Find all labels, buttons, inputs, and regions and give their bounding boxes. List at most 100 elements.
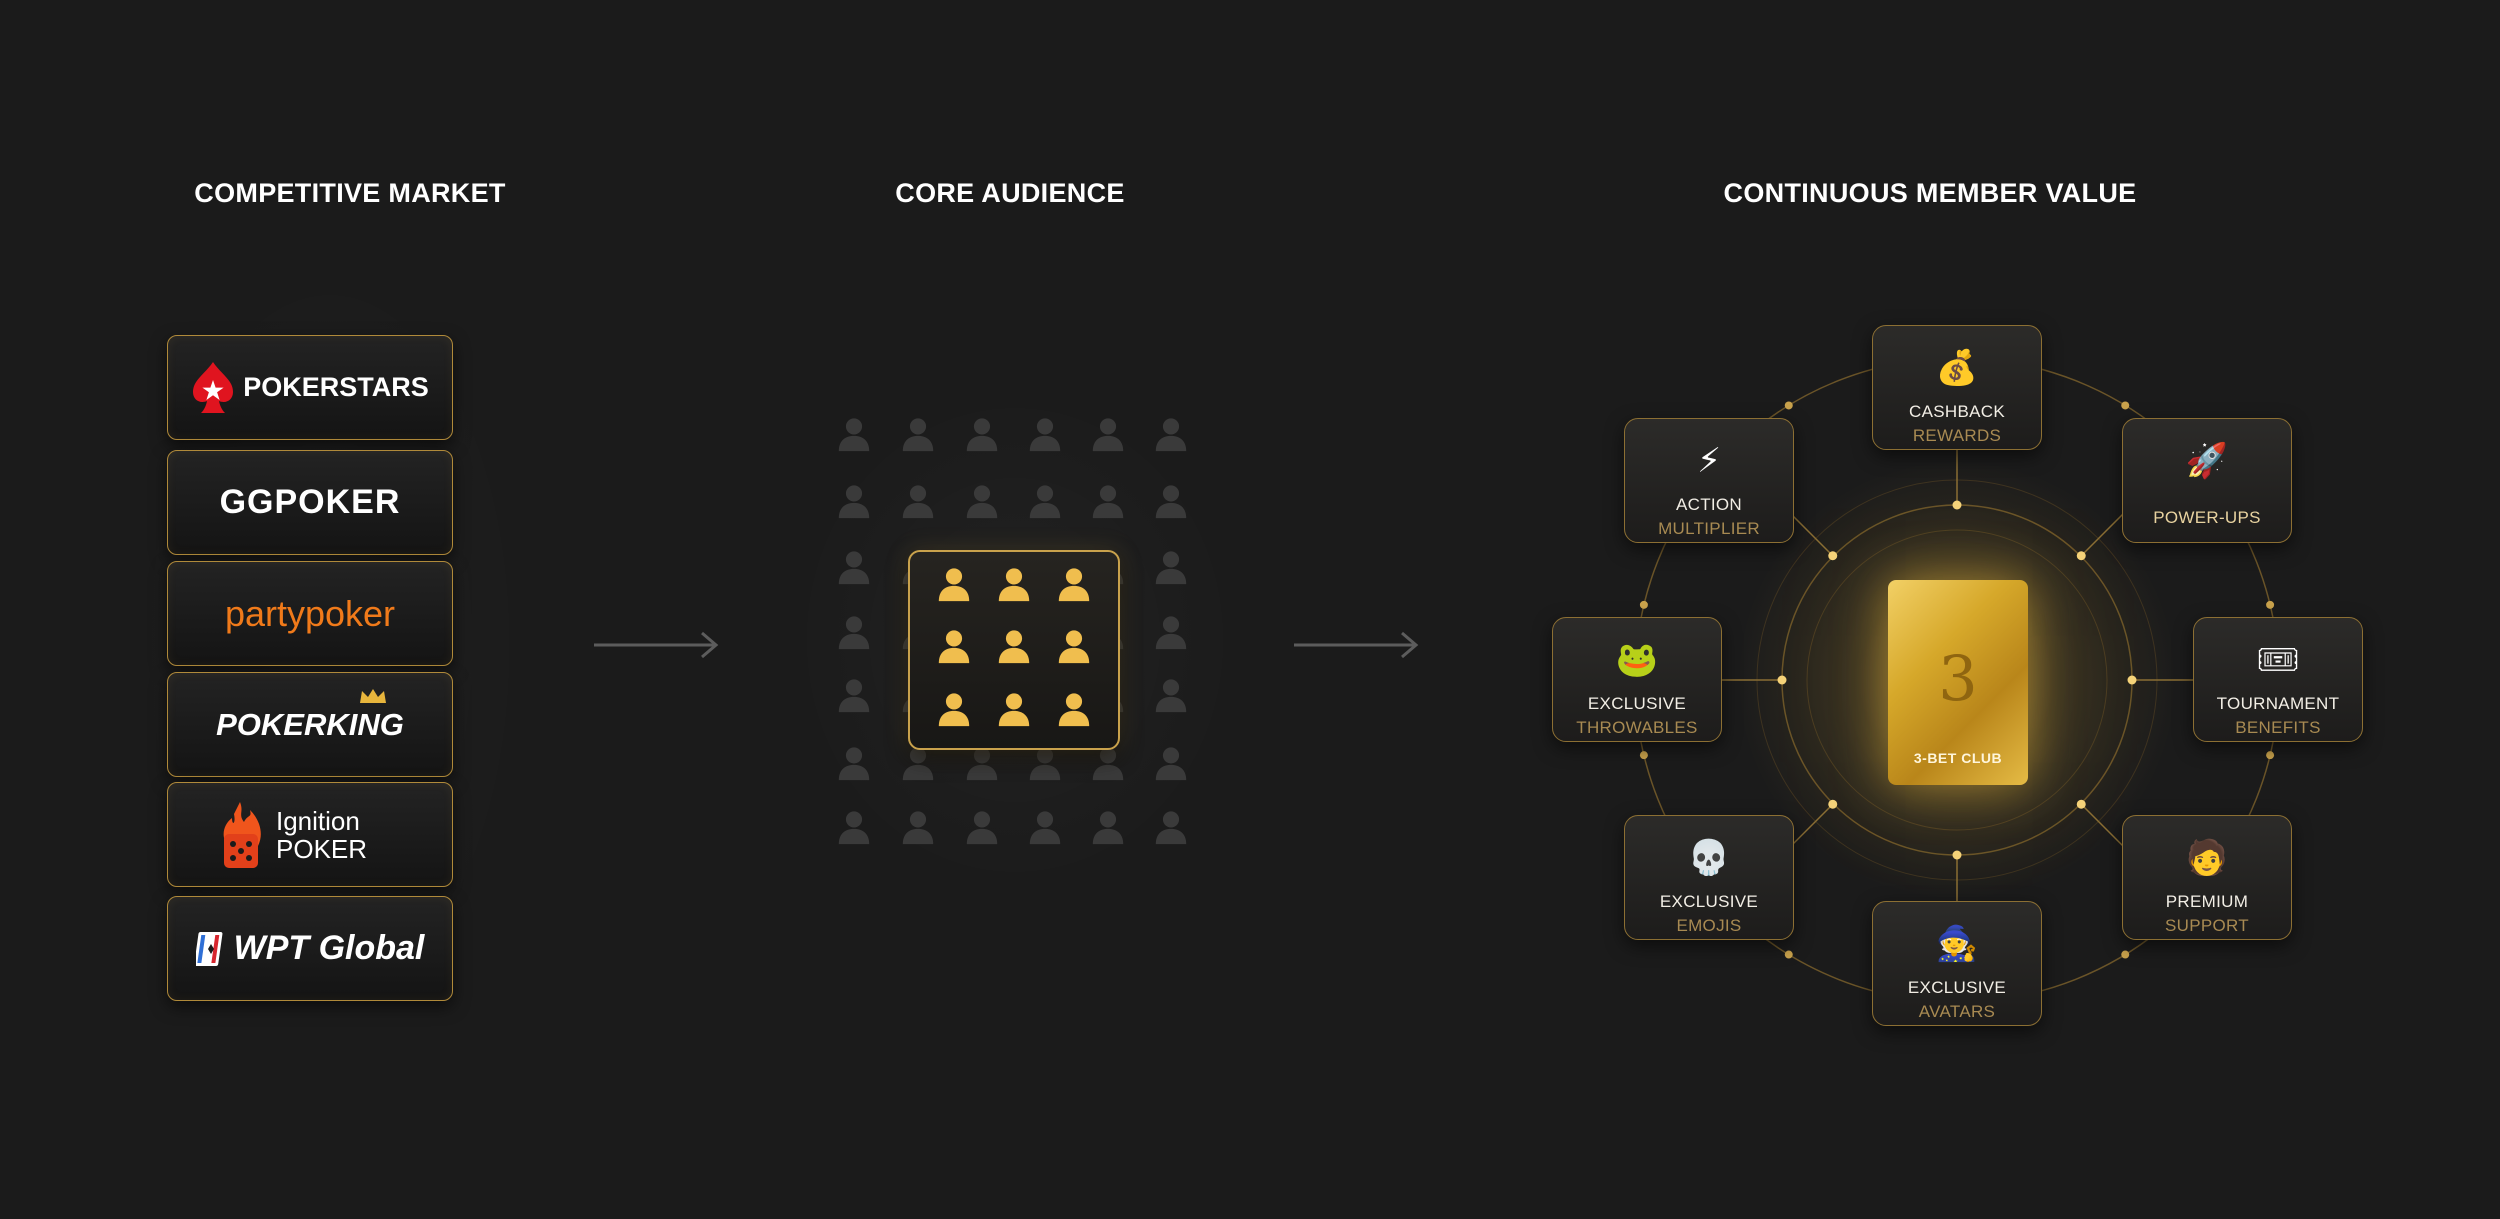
benefit-line2: MULTIPLIER	[1658, 519, 1760, 538]
ring-orbit-dot	[1639, 600, 1648, 609]
ring-node-dot	[2076, 551, 2086, 561]
person-icon	[835, 613, 873, 651]
ring-node-dot	[2127, 675, 2137, 685]
person-icon	[1152, 482, 1190, 520]
benefit-exclusive-avatars: 🧙 EXCLUSIVE AVATARS	[1872, 901, 2042, 1026]
benefit-line1: EXCLUSIVE	[1587, 694, 1687, 713]
avatar-icon: 🧙	[1935, 925, 1979, 963]
person-icon	[1152, 548, 1190, 586]
benefit-line1: EXCLUSIVE	[1907, 978, 2007, 997]
person-icon	[1152, 415, 1190, 453]
core-person-icon	[1055, 565, 1093, 603]
brand-wpt-global: WPT Global	[167, 896, 453, 1001]
person-icon	[1152, 613, 1190, 651]
card-glyph: 3	[1938, 642, 1978, 715]
ring-orbit-dot	[1784, 401, 1793, 410]
ring-node-dot	[1952, 850, 1962, 860]
person-icon	[835, 548, 873, 586]
ring-node-dot	[1952, 500, 1962, 510]
benefit-line2: REWARDS	[1912, 426, 2002, 445]
brand-pokerstars: POKERSTARS	[167, 335, 453, 440]
person-icon	[835, 676, 873, 714]
ring-orbit-dot	[2266, 600, 2275, 609]
benefit-line1: ACTION	[1675, 495, 1743, 514]
benefit-line1: TOURNAMENT	[2216, 694, 2340, 713]
benefit-line2: AVATARS	[1918, 1002, 1996, 1021]
benefit-exclusive-emojis: 💀 EXCLUSIVE EMOJIS	[1624, 815, 1794, 940]
brand-partypoker: partypoker	[167, 561, 453, 666]
frog-icon: 🐸	[1615, 641, 1659, 679]
benefit-line2: THROWABLES	[1576, 718, 1698, 737]
ring-orbit-dot	[2266, 751, 2275, 760]
person-icon	[1026, 415, 1064, 453]
core-person-icon	[935, 690, 973, 728]
ring-orbit-dot	[2121, 401, 2130, 410]
emoji-icon: 💀	[1687, 839, 1731, 877]
wpt-card-icon	[195, 931, 223, 966]
person-icon	[1089, 415, 1127, 453]
benefit-action-multiplier: ⚡ ACTION MULTIPLIER	[1624, 418, 1794, 543]
brand-name: POKERSTARS	[243, 372, 429, 402]
benefit-line1: EXCLUSIVE	[1659, 892, 1759, 911]
lightning-icon: ⚡	[1697, 442, 1721, 480]
person-icon	[899, 482, 937, 520]
card-label: 3-BET CLUB	[1913, 750, 2003, 766]
brand-name: partypoker	[224, 592, 396, 634]
arrow-right-icon	[1294, 631, 1419, 659]
person-icon	[963, 482, 1001, 520]
money-bag-icon: 💰	[1935, 349, 1979, 387]
benefit-line2: BENEFITS	[2235, 718, 2321, 737]
person-icon	[963, 744, 1001, 782]
benefit-line1: POWER-UPS	[2153, 508, 2261, 527]
brand-pokerking: POKERKING	[167, 672, 453, 777]
benefit-line2: EMOJIS	[1676, 916, 1742, 935]
benefit-tournament-benefits: 🎟 TOURNAMENT BENEFITS	[2193, 617, 2363, 742]
person-icon	[1152, 808, 1190, 846]
benefit-exclusive-throwables: 🐸 EXCLUSIVE THROWABLES	[1552, 617, 1722, 742]
ticket-icon: 🎟	[2256, 641, 2300, 679]
person-icon	[835, 482, 873, 520]
person-icon	[899, 415, 937, 453]
ignition-dice-icon	[223, 801, 261, 868]
person-icon	[1089, 482, 1127, 520]
ring-node-dot	[1777, 675, 1787, 685]
ring-orbit-dot	[1784, 950, 1793, 959]
brand-name: WPT Global	[233, 929, 425, 967]
brand-ignition: Ignition POKER	[167, 782, 453, 887]
title-continuous-member-value: CONTINUOUS MEMBER VALUE	[1723, 178, 2137, 208]
crown-icon	[360, 689, 386, 703]
rocket-icon: 🚀	[2185, 442, 2229, 480]
core-person-icon	[995, 565, 1033, 603]
pokerstars-spade-icon	[193, 361, 234, 413]
core-person-icon	[995, 627, 1033, 665]
core-person-icon	[935, 565, 973, 603]
person-icon	[835, 415, 873, 453]
brand-name: POKERKING	[216, 706, 404, 742]
title-competitive-market: COMPETITIVE MARKET	[194, 178, 506, 208]
person-icon	[1152, 744, 1190, 782]
ring-orbit-dot	[1639, 751, 1648, 760]
person-icon	[899, 744, 937, 782]
person-icon	[963, 415, 1001, 453]
brand-name: Ignition POKER	[276, 805, 368, 864]
person-icon	[1152, 676, 1190, 714]
title-core-audience: CORE AUDIENCE	[895, 178, 1125, 208]
benefit-cashback-rewards: 💰 CASHBACK REWARDS	[1872, 325, 2042, 450]
core-person-icon	[995, 690, 1033, 728]
benefit-line1: CASHBACK	[1909, 402, 2005, 421]
person-icon	[963, 808, 1001, 846]
brand-name: GGPOKER	[219, 483, 401, 521]
person-icon	[1026, 744, 1064, 782]
membership-card: 3 3-BET CLUB	[1888, 580, 2028, 785]
person-icon	[835, 744, 873, 782]
benefit-premium-support: 🧑 PREMIUM SUPPORT	[2122, 815, 2292, 940]
benefit-power-ups: 🚀 POWER-UPS	[2122, 418, 2292, 543]
person-icon	[1089, 744, 1127, 782]
benefit-line1: PREMIUM	[2165, 892, 2249, 911]
ring-node-dot	[1828, 551, 1838, 561]
person-icon	[899, 808, 937, 846]
core-person-icon	[935, 627, 973, 665]
person-icon	[1089, 808, 1127, 846]
brand-ggpoker: GGPOKER	[167, 450, 453, 555]
core-person-icon	[1055, 690, 1093, 728]
